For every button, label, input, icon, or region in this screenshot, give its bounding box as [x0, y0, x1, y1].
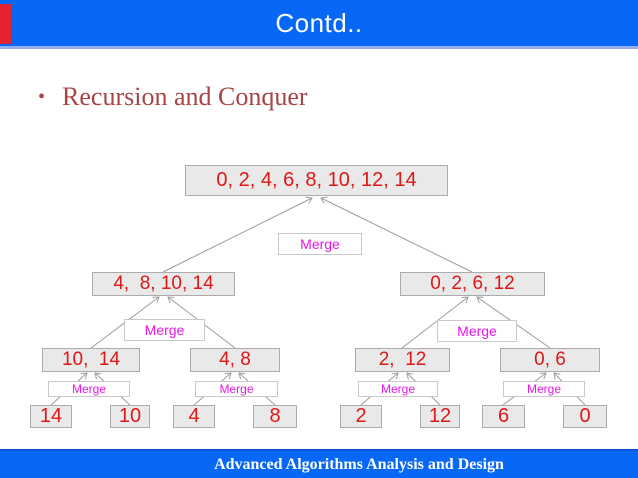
- tree-value-node: 2: [340, 405, 382, 428]
- tree-value-node: 0, 2, 4, 6, 8, 10, 12, 14: [185, 165, 448, 196]
- title-bar: Contd..: [0, 0, 638, 49]
- tree-value-node: 2, 12: [355, 348, 450, 372]
- merge-label-node: Merge: [358, 381, 438, 397]
- slide-title: Contd..: [275, 7, 363, 38]
- tree-edge: [320, 196, 473, 273]
- tree-edge: [401, 296, 469, 349]
- tree-value-node: 0: [563, 405, 607, 428]
- footer-bar: Advanced Algorithms Analysis and Design: [0, 449, 638, 478]
- merge-label-node: Merge: [503, 381, 585, 397]
- red-accent-bar: [0, 4, 11, 44]
- footer-text: Advanced Algorithms Analysis and Design: [214, 455, 504, 473]
- merge-label-node: Merge: [195, 381, 278, 397]
- tree-edge: [162, 196, 313, 273]
- merge-label-node: Merge: [124, 319, 205, 341]
- tree-value-node: 8: [253, 405, 297, 428]
- tree-value-node: 6: [482, 405, 525, 428]
- tree-value-node: 4, 8, 10, 14: [92, 272, 235, 296]
- bullet-item: • Recursion and Conquer: [38, 82, 308, 112]
- merge-label-node: Merge: [437, 320, 517, 342]
- bullet-marker: •: [38, 86, 46, 108]
- tree-value-node: 0, 6: [500, 348, 600, 372]
- tree-value-node: 4, 8: [190, 348, 280, 372]
- tree-value-node: 12: [420, 405, 460, 428]
- tree-value-node: 0, 2, 6, 12: [400, 272, 545, 296]
- merge-label-node: Merge: [278, 233, 362, 255]
- tree-value-node: 14: [30, 405, 72, 428]
- tree-value-node: 10: [110, 405, 150, 428]
- merge-label-node: Merge: [48, 381, 130, 397]
- bullet-text: Recursion and Conquer: [62, 82, 308, 111]
- tree-value-node: 10, 14: [42, 348, 140, 372]
- tree-value-node: 4: [173, 405, 215, 428]
